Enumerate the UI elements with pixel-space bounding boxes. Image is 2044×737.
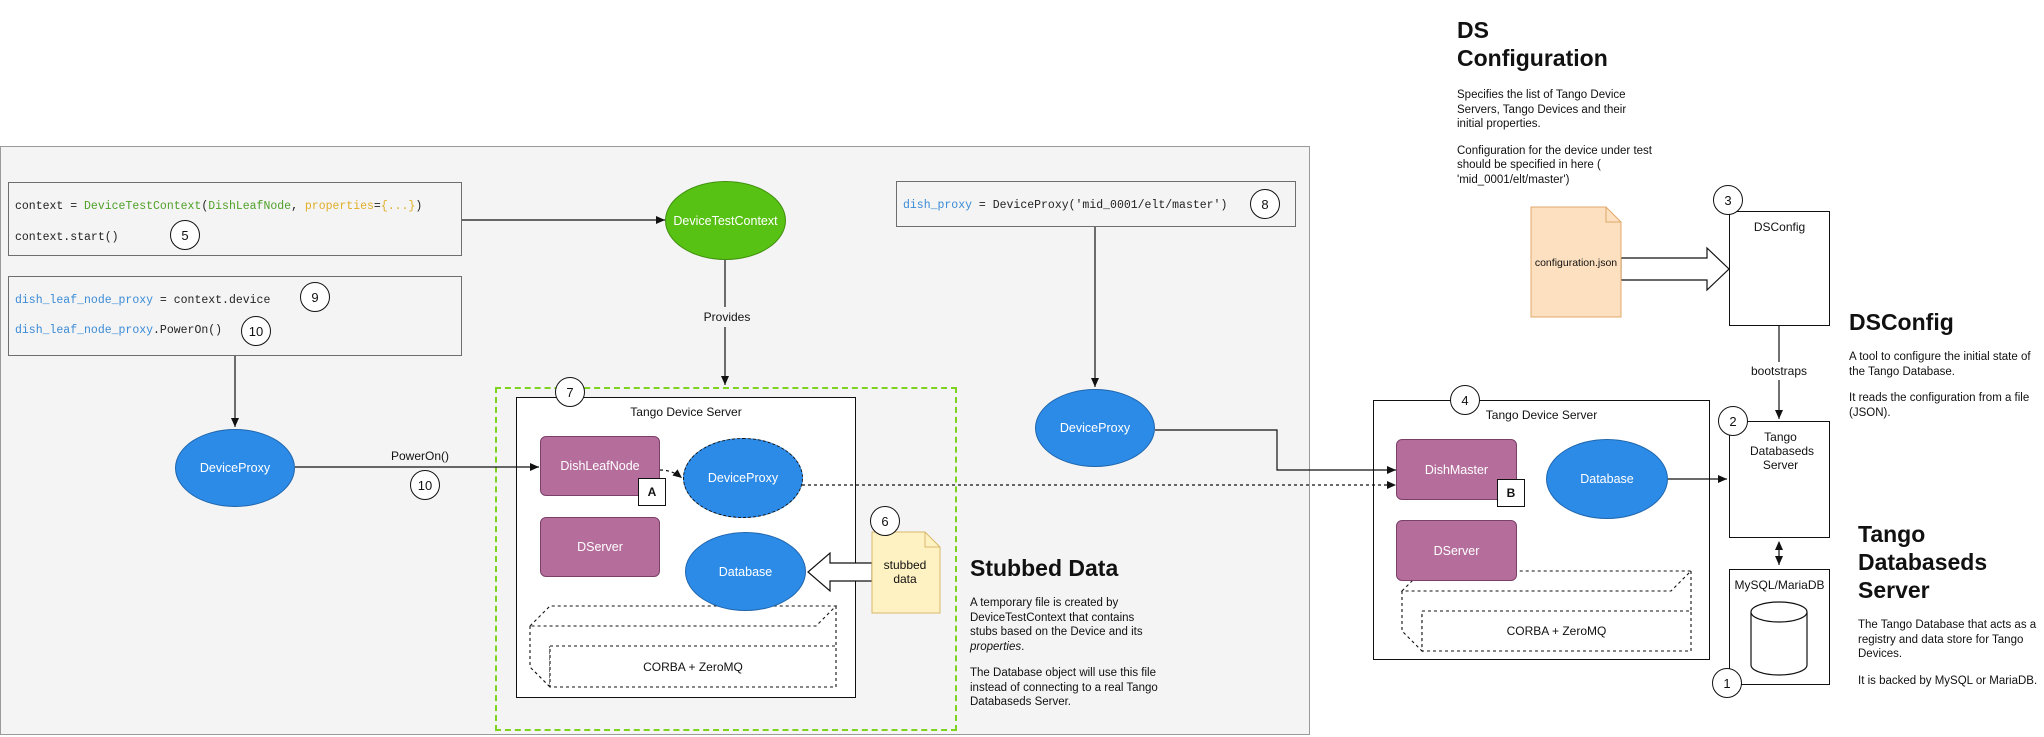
dsconfig-title: DSConfig bbox=[1849, 309, 1954, 335]
device-proxy-mid-node: DeviceProxy bbox=[1035, 389, 1155, 467]
stubbed-p2: The Database object will use this file i… bbox=[970, 667, 1158, 708]
corba-box-inner bbox=[528, 605, 838, 689]
code-box-proxy: dish_leaf_node_proxy = context.device di… bbox=[8, 276, 462, 356]
badge-3: 3 bbox=[1713, 185, 1743, 215]
mysql-box-title: MySQL/MariaDB bbox=[1734, 578, 1825, 592]
badge-4: 4 bbox=[1450, 385, 1480, 415]
hollow-arrow-config bbox=[1620, 246, 1730, 292]
bootstraps-label: bootstraps bbox=[1745, 362, 1813, 380]
dish-master-node: DishMaster bbox=[1396, 439, 1517, 500]
poweron-label: PowerOn() bbox=[380, 448, 460, 464]
code-box-dish-proxy: dish_proxy = DeviceProxy('mid_0001/elt/m… bbox=[896, 181, 1296, 227]
badge-5: 5 bbox=[170, 220, 200, 250]
ds-config-desc: Specifies the list of Tango Device Serve… bbox=[1457, 88, 1652, 199]
badge-7: 7 bbox=[555, 377, 585, 407]
badge-10b: 10 bbox=[410, 470, 440, 500]
badge-2: 2 bbox=[1718, 406, 1748, 436]
marker-b: B bbox=[1497, 479, 1525, 507]
tango-db-server-box: Tango Databaseds Server bbox=[1729, 421, 1830, 538]
dsconfig-box-title: DSConfig bbox=[1753, 220, 1806, 234]
badge-8: 8 bbox=[1250, 189, 1280, 219]
provides-label: Provides bbox=[695, 307, 759, 327]
dserver-right-node: DServer bbox=[1396, 520, 1517, 581]
corba-inner-label: CORBA + ZeroMQ bbox=[643, 659, 743, 674]
stubbed-p1: A temporary file is created by DeviceTes… bbox=[970, 597, 1143, 653]
dsconfig-p1: A tool to configure the initial state of… bbox=[1849, 351, 2031, 378]
stubbed-data-label: stubbed data bbox=[883, 558, 927, 586]
code-box-context: context = DeviceTestContext(DishLeafNode… bbox=[8, 182, 462, 256]
tango-db-desc: The Tango Database that acts as a regist… bbox=[1858, 618, 2038, 700]
stubbed-desc: A temporary file is created by DeviceTes… bbox=[970, 596, 1160, 722]
edge-dishleafnode-to-inner-proxy bbox=[659, 469, 683, 479]
database-right-node: Database bbox=[1546, 439, 1668, 519]
edge-deviceproxy-to-dishmaster bbox=[1155, 429, 1396, 474]
badge-10a: 10 bbox=[241, 316, 271, 346]
device-test-context-node: DeviceTestContext bbox=[665, 181, 786, 260]
marker-a: A bbox=[638, 478, 666, 506]
tango-db-p2: It is backed by MySQL or MariaDB. bbox=[1858, 674, 2038, 687]
ds-config-p1: Specifies the list of Tango Device Serve… bbox=[1457, 89, 1627, 130]
dsconfig-p2: It reads the configuration from a file (… bbox=[1849, 392, 2030, 419]
code-line-dish-proxy: dish_proxy = DeviceProxy('mid_0001/elt/m… bbox=[903, 199, 1228, 212]
config-json-label: configuration.json bbox=[1534, 257, 1618, 269]
badge-6: 6 bbox=[870, 506, 900, 536]
note-stubbed-data bbox=[871, 531, 941, 614]
note-config-json bbox=[1530, 206, 1622, 318]
ds-config-p2: Configuration for the device under test … bbox=[1457, 144, 1652, 186]
corba-right-label: CORBA + ZeroMQ bbox=[1506, 624, 1607, 638]
database-inner-node: Database bbox=[685, 532, 806, 611]
code-line-proxy: dish_leaf_node_proxy = context.device bbox=[15, 294, 271, 307]
stubbed-context-boundary bbox=[495, 387, 957, 731]
badge-9: 9 bbox=[300, 282, 330, 312]
device-proxy-left-node: DeviceProxy bbox=[175, 429, 295, 507]
tango-db-server-box-title: Tango Databaseds Server bbox=[1750, 430, 1815, 472]
dserver-inner-node: DServer bbox=[540, 517, 660, 577]
code-line-start: context.start() bbox=[15, 231, 119, 244]
dsconfig-desc: A tool to configure the initial state of… bbox=[1849, 350, 2039, 432]
device-proxy-inner-node: DeviceProxy bbox=[683, 438, 803, 518]
stubbed-title: Stubbed Data bbox=[970, 555, 1119, 581]
hollow-arrow-stubbed bbox=[807, 551, 873, 593]
code-line-context: context = DeviceTestContext(DishLeafNode… bbox=[15, 200, 423, 213]
code-line-poweron: dish_leaf_node_proxy.PowerOn() bbox=[15, 324, 223, 337]
badge-1: 1 bbox=[1712, 668, 1742, 698]
tango-db-title: Tango Databaseds Server bbox=[1858, 521, 1988, 603]
mysql-cylinder-icon bbox=[1750, 601, 1808, 676]
tango-device-server-right-title: Tango Device Server bbox=[1485, 408, 1598, 422]
dsconfig-box: DSConfig bbox=[1729, 211, 1830, 326]
ds-config-title: DS Configuration bbox=[1457, 17, 1608, 71]
tango-db-p1: The Tango Database that acts as a regist… bbox=[1858, 619, 2037, 660]
tango-device-server-inner-title: Tango Device Server bbox=[630, 405, 742, 419]
